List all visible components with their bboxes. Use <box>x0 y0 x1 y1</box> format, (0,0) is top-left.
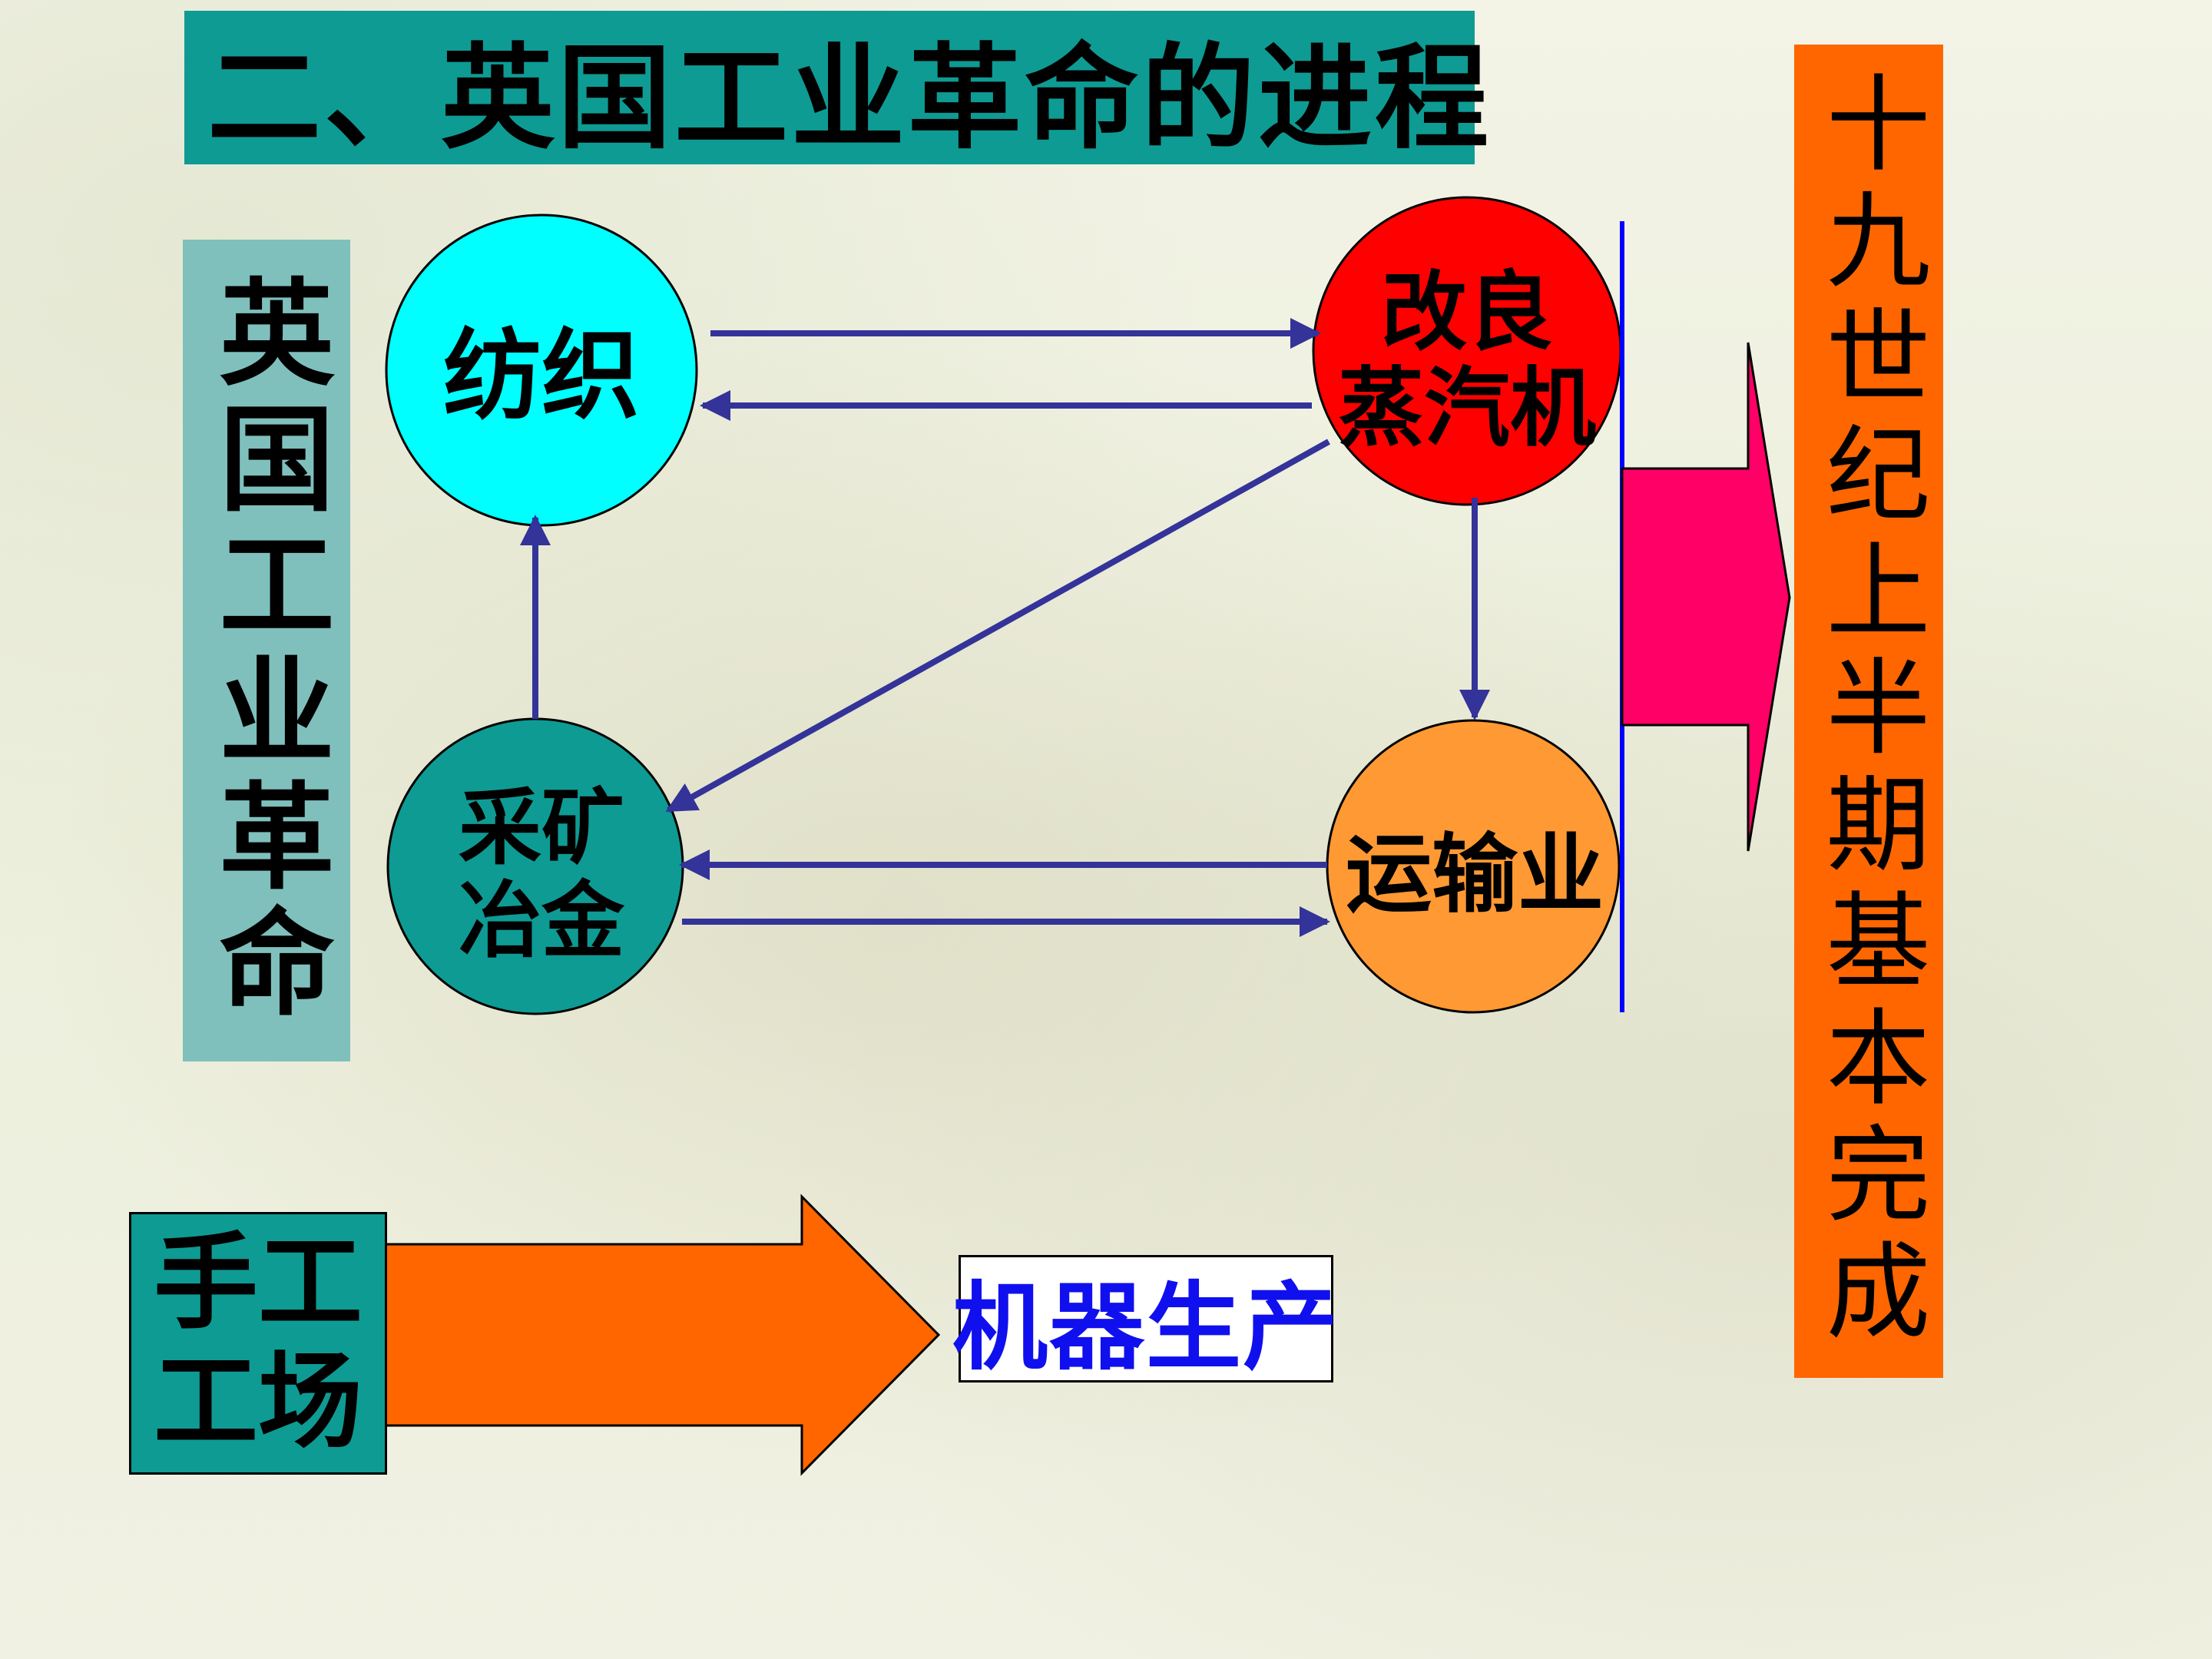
machine-production-label: 机器生产 <box>952 1273 1340 1383</box>
big-arrow-to-completion <box>1621 342 1791 852</box>
left-vertical-label: 英国工业革命 <box>183 240 350 1061</box>
node-transport-label: 运输业 <box>1346 825 1604 926</box>
node-mining-label: 采矿冶金 <box>458 780 624 969</box>
page-title: 二、英国工业革命的进程 <box>207 31 1492 164</box>
connector-steam-to-mining <box>665 439 1330 813</box>
left-label-text: 英国工业革命 <box>200 273 333 1028</box>
handcraft-workshop-box: 手工工场 <box>129 1212 387 1475</box>
node-steam-engine-label: 改良蒸汽机 <box>1338 262 1596 459</box>
right-label-text: 十九世纪上半期基本完成 <box>1808 69 1929 1353</box>
machine-production-box: 机器生产 <box>952 1255 1338 1383</box>
node-textile-label: 纺织 <box>442 319 640 434</box>
right-vertical-label: 十九世纪上半期基本完成 <box>1794 45 1943 1378</box>
handcraft-workshop-label: 手工工场 <box>154 1222 363 1463</box>
title-banner: 二、英国工业革命的进程 <box>184 11 1488 164</box>
bottom-arrow <box>382 1194 941 1476</box>
